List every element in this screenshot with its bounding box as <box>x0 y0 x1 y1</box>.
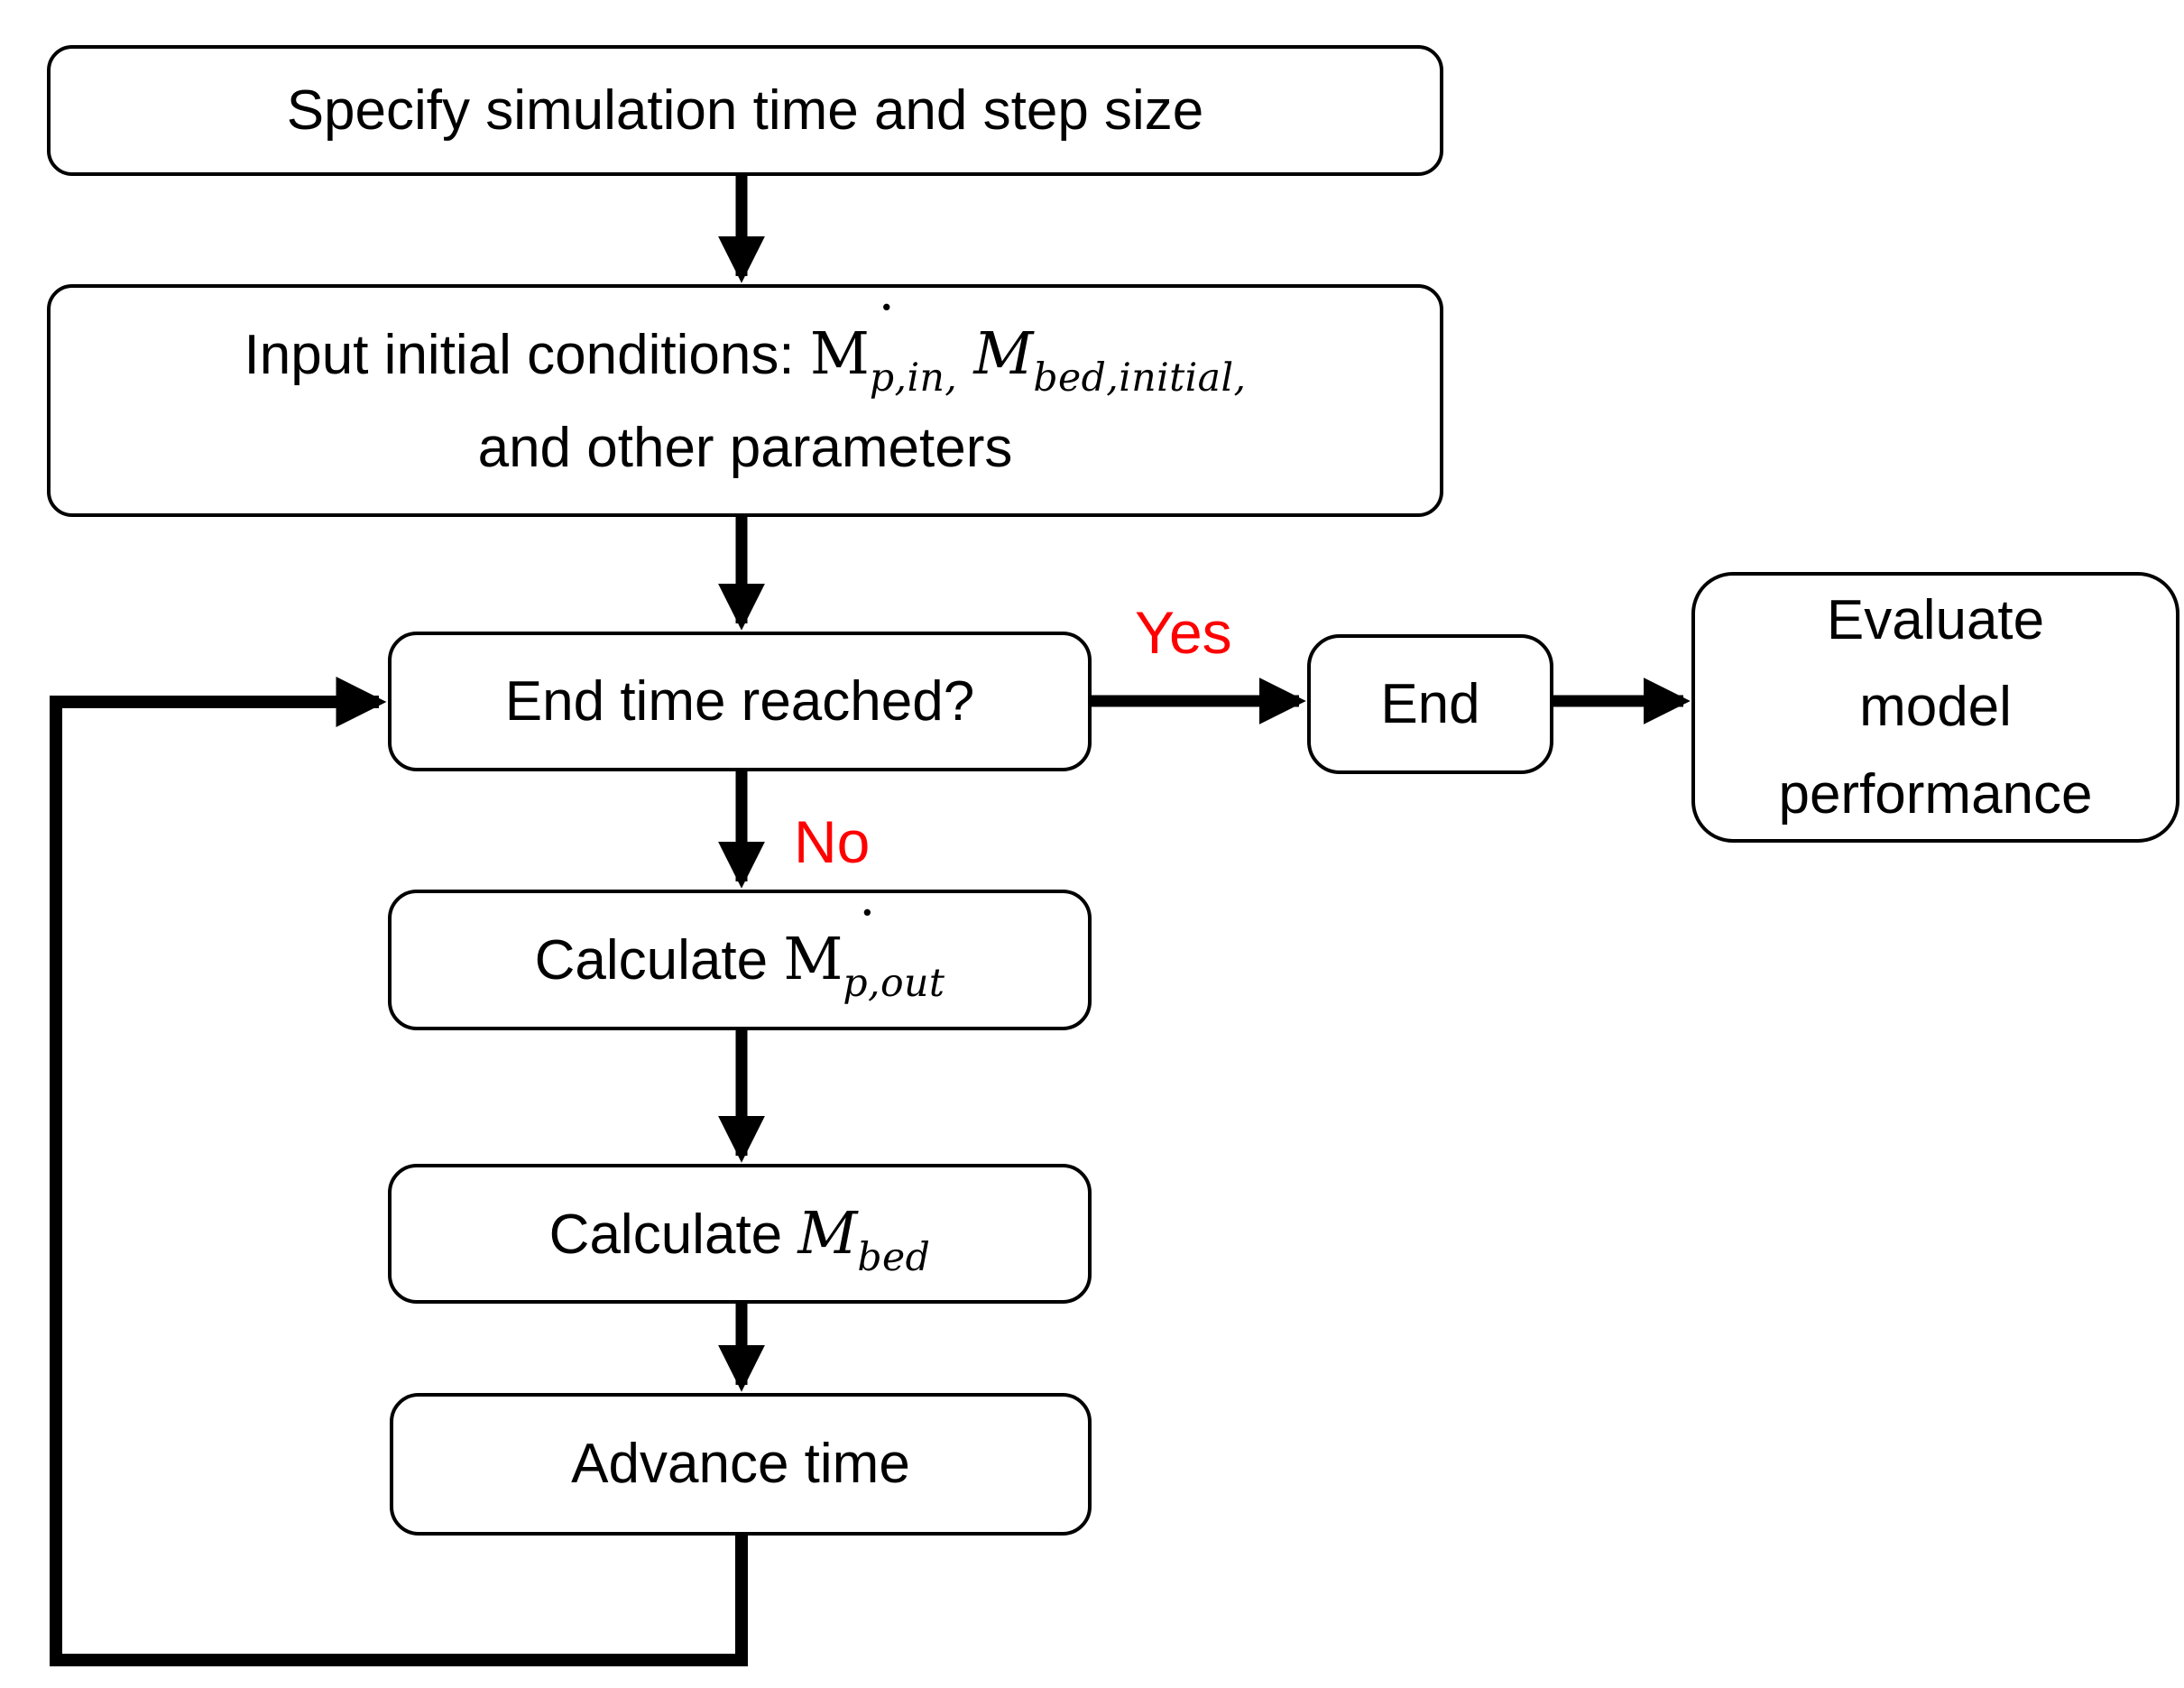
var-mdot-p-out: ˙Mp,out <box>783 900 945 1007</box>
evaluate-line3: performance <box>1778 762 2093 826</box>
node-end-label: End <box>1380 672 1480 735</box>
calc-m-bed-text: Calculate <box>548 1203 798 1266</box>
node-end: End <box>1307 634 1553 774</box>
overdot: ˙ <box>871 294 901 363</box>
node-input-conditions: Input initial conditions: ˙Mp,in,Mbed,in… <box>47 284 1443 517</box>
evaluate-line1: Evaluate <box>1826 589 2045 652</box>
loop-arrow-advance-to-endtime <box>50 677 748 1666</box>
node-calc-m-bed: Calculate Mbed <box>388 1164 1092 1304</box>
var-m-bed: Mbed <box>797 1199 931 1280</box>
label-no: No <box>794 808 871 875</box>
var-m-bed-initial: Mbed,initial, <box>973 319 1247 401</box>
node-end-time-check: End time reached? <box>388 632 1092 771</box>
node-calc-mp-out: Calculate ˙Mp,out <box>388 890 1092 1030</box>
label-yes: Yes <box>1135 599 1232 666</box>
calc-mp-out-line: Calculate ˙Mp,out <box>534 900 945 1007</box>
overdot: ˙ <box>852 900 882 969</box>
node-advance-time: Advance time <box>390 1393 1092 1536</box>
advance-time-label: Advance time <box>571 1433 910 1496</box>
input-conditions-line2: and other parameters <box>477 417 1013 480</box>
input-conditions-text: Input initial conditions: <box>244 323 810 386</box>
calc-m-bed-line: Calculate Mbed <box>548 1199 931 1280</box>
node-evaluate-performance: Evaluate model performance <box>1691 572 2179 843</box>
input-conditions-line1: Input initial conditions: ˙Mp,in,Mbed,in… <box>244 294 1247 401</box>
node-specify-label: Specify simulation time and step size <box>286 78 1204 142</box>
node-specify-simulation: Specify simulation time and step size <box>47 45 1443 176</box>
evaluate-line2: model <box>1859 676 2012 739</box>
end-time-check-label: End time reached? <box>504 669 975 733</box>
calc-mp-out-text: Calculate <box>534 929 784 992</box>
var-mdot-p-in: ˙Mp,in, <box>809 294 958 401</box>
